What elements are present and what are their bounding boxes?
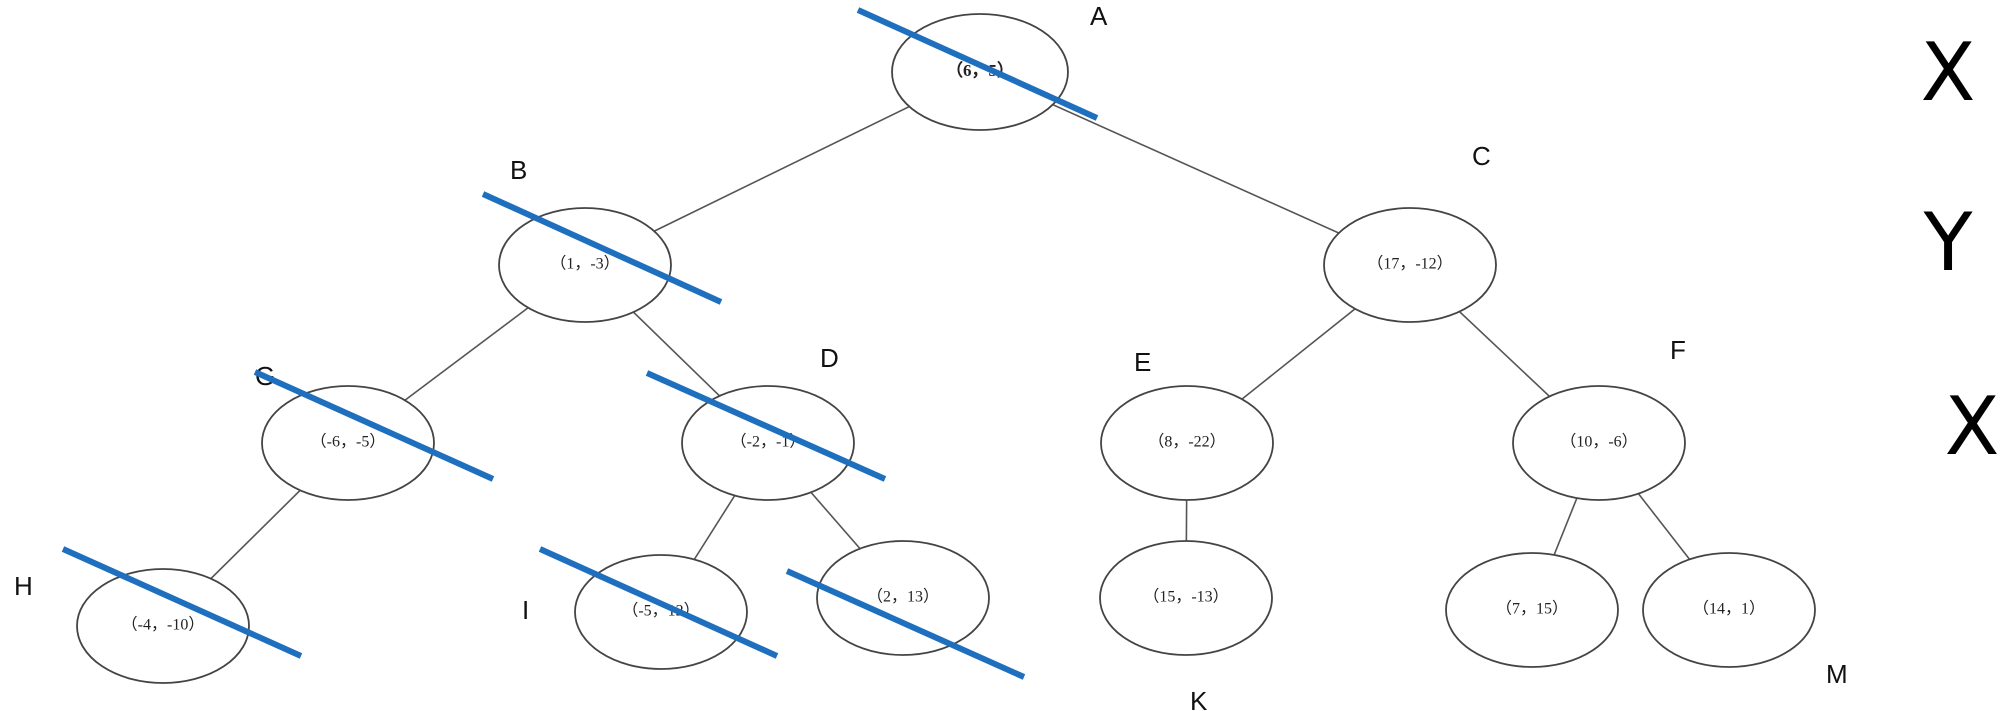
split-axis-letter-level-0: X bbox=[1921, 26, 1976, 119]
node-value-label: （7，15） bbox=[1496, 600, 1568, 618]
node-ellipse bbox=[1445, 552, 1619, 668]
strike-marks bbox=[61, 7, 1099, 680]
node-tag-C: C bbox=[1472, 141, 1491, 171]
tree-node-I: （-5，12） bbox=[574, 554, 748, 670]
node-ellipse bbox=[1642, 552, 1816, 668]
node-ellipse bbox=[681, 385, 855, 501]
tree-node-L: （7，15） bbox=[1445, 552, 1619, 668]
node-tag-M: M bbox=[1826, 659, 1848, 689]
node-value-label: （-6，-5） bbox=[311, 433, 386, 451]
node-ellipse bbox=[261, 385, 435, 501]
node-value-label: （-4，-10） bbox=[122, 616, 205, 634]
strike-mark-I bbox=[538, 546, 779, 659]
node-ellipse bbox=[816, 540, 990, 656]
tree-node-G: （-6，-5） bbox=[261, 385, 435, 501]
strike-mark-D bbox=[645, 370, 887, 482]
node-tag-K: K bbox=[1190, 686, 1208, 711]
strike-mark-B bbox=[481, 191, 723, 305]
node-ellipse bbox=[1512, 385, 1686, 501]
node-ellipse bbox=[1099, 540, 1273, 656]
node-ellipse bbox=[498, 207, 672, 323]
node-tag-H: H bbox=[14, 571, 33, 601]
node-tag-B: B bbox=[510, 155, 527, 185]
split-axis-column: X Y X bbox=[1921, 26, 2000, 473]
tree-node-K: （15，-13） bbox=[1099, 540, 1273, 656]
node-tags: ABCGDEFHIKM bbox=[14, 1, 1848, 711]
node-value-label: （2，13） bbox=[867, 588, 939, 606]
tree-node-J: （2，13） bbox=[816, 540, 990, 656]
node-value-label: （8，-22） bbox=[1148, 433, 1225, 451]
strike-mark-H bbox=[61, 546, 303, 659]
node-value-label: （17，-12） bbox=[1367, 255, 1452, 273]
node-tag-I: I bbox=[522, 595, 529, 625]
node-tag-F: F bbox=[1670, 335, 1686, 365]
node-tag-A: A bbox=[1090, 1, 1108, 31]
tree-node-B: （1，-3） bbox=[498, 207, 672, 323]
tree-node-E: （8，-22） bbox=[1100, 385, 1274, 501]
node-value-label: （14，1） bbox=[1693, 600, 1765, 618]
node-ellipse bbox=[1100, 385, 1274, 501]
tree-node-A: （6，5） bbox=[891, 13, 1069, 131]
tree-node-F: （10，-6） bbox=[1512, 385, 1686, 501]
node-value-label: （1，-3） bbox=[550, 255, 619, 273]
strike-mark-A bbox=[856, 7, 1099, 121]
split-axis-letter-level-2: X bbox=[1945, 380, 2000, 473]
node-value-label: （10，-6） bbox=[1560, 433, 1637, 451]
tree-nodes: （6，5） （1，-3） （17，-12） （-6，-5） （-2，-1） （8，-22）… bbox=[76, 13, 1816, 684]
node-ellipse bbox=[1323, 207, 1497, 323]
node-value-label: （15，-13） bbox=[1143, 588, 1228, 606]
tree-node-C: （17，-12） bbox=[1323, 207, 1497, 323]
node-ellipse bbox=[76, 568, 250, 684]
tree-node-M: （14，1） bbox=[1642, 552, 1816, 668]
node-tag-D: D bbox=[820, 343, 839, 373]
tree-node-H: （-4，-10） bbox=[76, 568, 250, 684]
strike-mark-J bbox=[785, 568, 1026, 680]
tree-node-D: （-2，-1） bbox=[681, 385, 855, 501]
strike-mark-G bbox=[253, 369, 495, 482]
node-tag-E: E bbox=[1134, 347, 1151, 377]
tree-edges bbox=[162, 71, 1730, 627]
split-axis-letter-level-1: Y bbox=[1923, 196, 1974, 289]
